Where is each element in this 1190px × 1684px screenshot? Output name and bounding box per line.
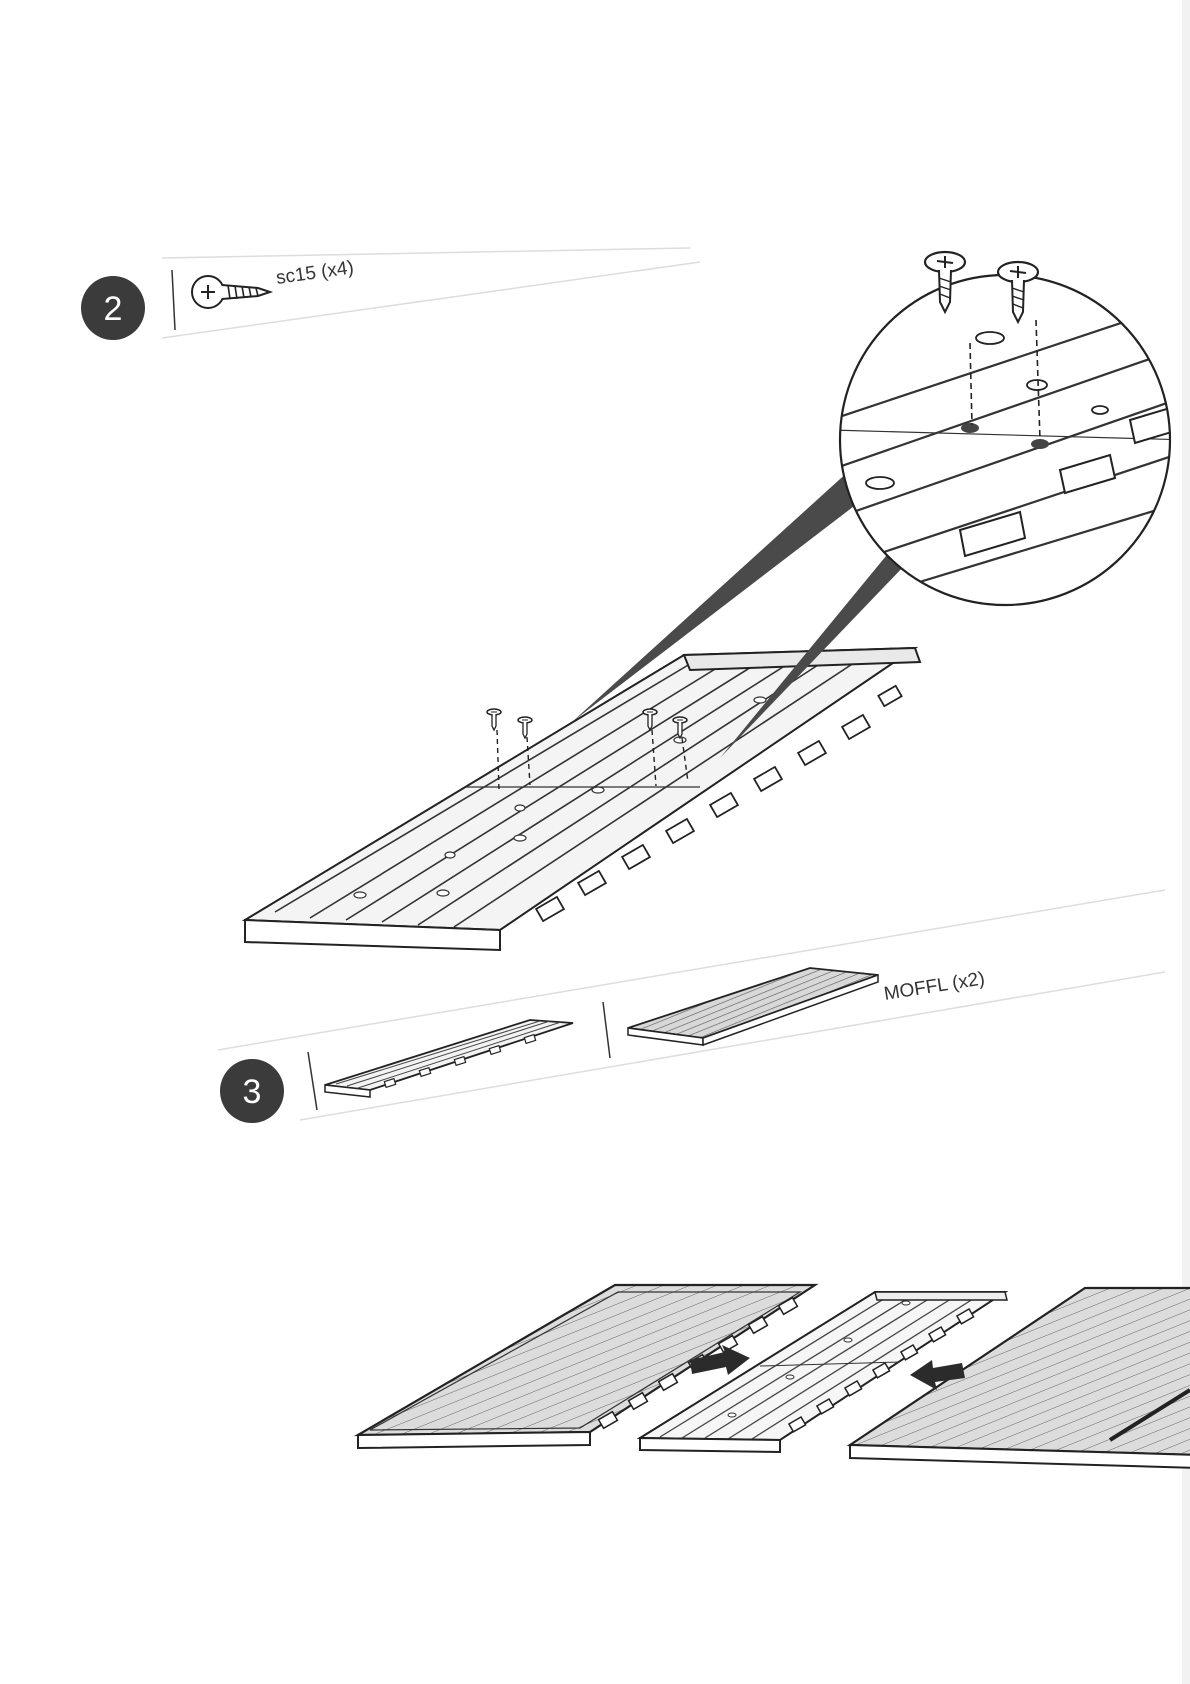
step-2-badge: 2 — [81, 276, 145, 340]
step-3-divider-1 — [308, 1052, 317, 1110]
step-2-part-label: sc15 (x4) — [275, 257, 355, 289]
step-2-header-top-line — [162, 248, 690, 258]
floor-panel-assembly — [245, 648, 920, 950]
step-2: 2 sc15 (x4) — [81, 248, 1190, 950]
screw-icon — [192, 276, 270, 308]
step-3-part-label: MOFFL (x2) — [882, 968, 986, 1005]
step-2-number: 2 — [104, 290, 123, 328]
floor-panel-small-icon — [325, 1020, 573, 1097]
step-3-divider-2 — [603, 1002, 610, 1058]
step-3: 3 MOFFL (x2) — [218, 890, 1190, 1468]
step-2-header-bottom-line — [162, 262, 700, 338]
step-3-badge: 3 — [220, 1059, 284, 1123]
step-3-number: 3 — [243, 1073, 262, 1111]
step-2-divider — [172, 270, 175, 330]
floor-panel-large-icon — [628, 968, 878, 1045]
